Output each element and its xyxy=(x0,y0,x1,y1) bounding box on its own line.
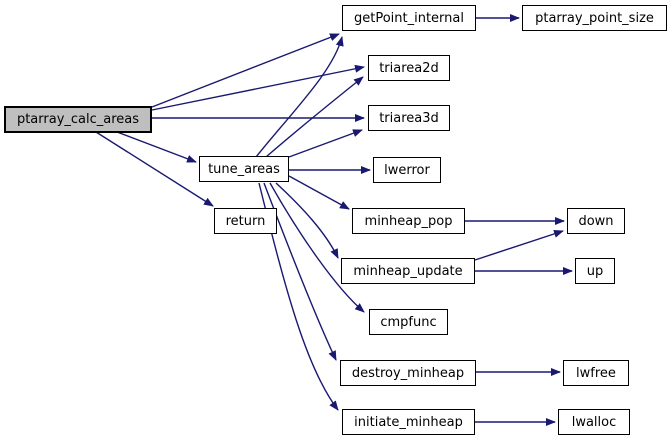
node-label: getPoint_internal xyxy=(353,10,464,26)
edge-tune_areas-to-getPoint_internal xyxy=(255,36,344,158)
node-return[interactable]: return xyxy=(214,208,277,234)
node-label: lwalloc xyxy=(571,414,617,430)
edge-tune_areas-to-triarea2d xyxy=(265,76,364,158)
node-minheap_pop[interactable]: minheap_pop xyxy=(352,208,465,234)
node-label: minheap_update xyxy=(353,263,463,279)
node-label: minheap_pop xyxy=(364,213,453,229)
node-label: lwfree xyxy=(576,365,616,381)
node-triarea2d[interactable]: triarea2d xyxy=(368,55,450,81)
node-lwerror[interactable]: lwerror xyxy=(373,157,441,183)
node-label: initiate_minheap xyxy=(354,414,463,430)
edge-tune_areas-to-triarea3d xyxy=(288,129,363,158)
node-lwfree[interactable]: lwfree xyxy=(563,360,629,386)
node-ptarray_point_size[interactable]: ptarray_point_size xyxy=(522,5,667,31)
node-label: down xyxy=(578,213,614,229)
node-cmpfunc[interactable]: cmpfunc xyxy=(369,309,448,335)
node-getPoint_internal[interactable]: getPoint_internal xyxy=(342,5,476,31)
node-label: lwerror xyxy=(384,162,430,178)
node-down[interactable]: down xyxy=(567,208,625,234)
node-triarea3d[interactable]: triarea3d xyxy=(368,105,450,131)
node-ptarray_calc_areas: ptarray_calc_areas xyxy=(4,106,152,133)
edge-tune_areas-to-minheap_update xyxy=(275,182,339,259)
edge-tune_areas-to-cmpfunc xyxy=(269,182,365,313)
node-minheap_update[interactable]: minheap_update xyxy=(341,258,475,284)
edge-minheap_update-to-down xyxy=(474,230,564,261)
node-label: triarea2d xyxy=(379,60,439,76)
node-label: tune_areas xyxy=(208,161,280,177)
node-label: destroy_minheap xyxy=(351,365,465,381)
edge-ptarray_calc_areas-to-return xyxy=(95,131,214,207)
node-label: ptarray_calc_areas xyxy=(16,112,140,127)
node-lwalloc[interactable]: lwalloc xyxy=(558,409,630,435)
node-label: ptarray_point_size xyxy=(535,10,654,26)
node-label: up xyxy=(586,263,604,279)
node-destroy_minheap[interactable]: destroy_minheap xyxy=(340,360,476,386)
edge-ptarray_calc_areas-to-triarea2d xyxy=(151,64,365,111)
node-initiate_minheap[interactable]: initiate_minheap xyxy=(342,409,475,435)
node-label: return xyxy=(225,213,266,229)
node-up[interactable]: up xyxy=(575,258,615,284)
edge-ptarray_calc_areas-to-getPoint_internal xyxy=(151,33,340,108)
edge-ptarray_calc_areas-to-tune_areas xyxy=(116,131,197,163)
node-label: triarea3d xyxy=(379,110,439,126)
edge-tune_areas-to-minheap_pop xyxy=(288,175,350,210)
node-label: cmpfunc xyxy=(380,314,437,330)
node-tune_areas[interactable]: tune_areas xyxy=(199,156,289,182)
